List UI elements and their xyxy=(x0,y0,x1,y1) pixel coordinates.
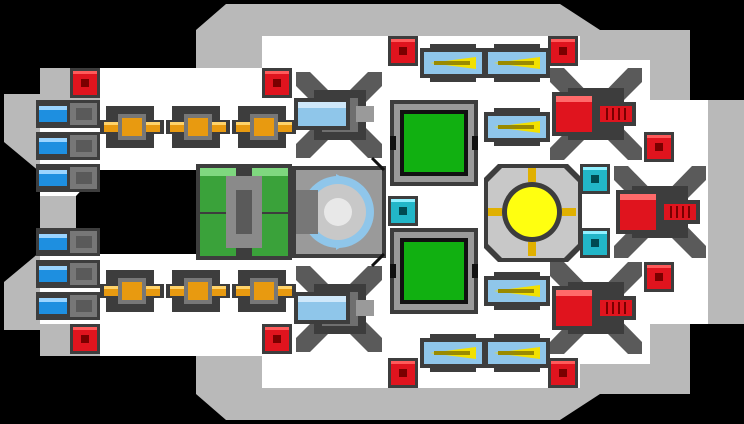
missile-launcher-module[interactable] xyxy=(484,272,550,310)
thruster-module[interactable] xyxy=(36,292,100,320)
armor-block[interactable] xyxy=(70,68,100,98)
armor-block[interactable] xyxy=(70,324,100,354)
thruster-module[interactable] xyxy=(36,260,100,288)
coolant-node[interactable] xyxy=(580,164,610,194)
armor-block[interactable] xyxy=(388,36,418,66)
control-screen-module[interactable] xyxy=(390,100,478,186)
thruster-module[interactable] xyxy=(36,100,100,128)
divider-marks xyxy=(370,156,386,268)
fuel-tank-module[interactable] xyxy=(196,164,292,260)
armor-block[interactable] xyxy=(548,36,578,66)
missile-launcher-module[interactable] xyxy=(484,44,550,82)
missile-launcher-module[interactable] xyxy=(420,334,486,372)
turret-module[interactable] xyxy=(292,266,382,352)
armor-block[interactable] xyxy=(644,262,674,292)
shield-generator-module[interactable] xyxy=(292,166,386,258)
armor-block[interactable] xyxy=(548,358,578,388)
armor-block[interactable] xyxy=(388,358,418,388)
thruster-module[interactable] xyxy=(36,132,100,160)
armor-block[interactable] xyxy=(262,324,292,354)
control-screen-module[interactable] xyxy=(390,228,478,314)
armor-block[interactable] xyxy=(644,132,674,162)
coolant-node[interactable] xyxy=(388,196,418,226)
turret-module[interactable] xyxy=(292,72,382,158)
coolant-node[interactable] xyxy=(580,228,610,258)
armor-block[interactable] xyxy=(262,68,292,98)
missile-launcher-module[interactable] xyxy=(484,334,550,372)
missile-launcher-module[interactable] xyxy=(484,108,550,146)
missile-launcher-module[interactable] xyxy=(420,44,486,82)
thruster-module[interactable] xyxy=(36,164,100,192)
reactor-core-module[interactable] xyxy=(484,164,582,262)
thruster-module[interactable] xyxy=(36,228,100,256)
